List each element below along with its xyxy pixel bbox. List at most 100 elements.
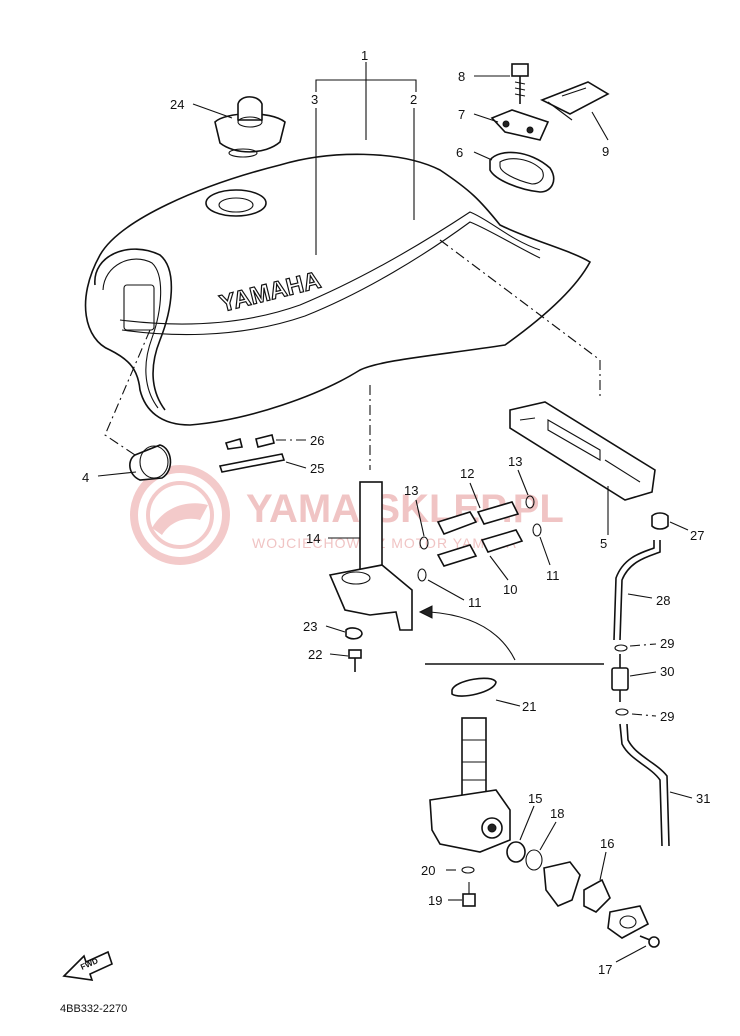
watermark-subtitle: WOJCIECHOWICZ MOTOR YAMAHA — [252, 535, 517, 551]
watermark-logo-swoosh — [152, 503, 208, 535]
callout-13a-group: 13 — [404, 483, 425, 537]
callout-10-group: 10 — [489, 555, 517, 597]
bolt-8 — [511, 63, 529, 104]
fuel-tank-bracket — [123, 284, 155, 331]
callout-14-group: 14 — [306, 531, 360, 546]
callout-12-group: 12 — [460, 466, 481, 509]
plate-16 — [583, 878, 611, 913]
screw-19 — [462, 882, 476, 907]
callout-26: 26 — [310, 433, 324, 448]
callout-5: 5 — [600, 536, 607, 551]
callout-26-group: 26 — [276, 433, 324, 448]
callout-29b-group: 29 — [631, 709, 674, 724]
callout-15-group: 15 — [519, 791, 542, 841]
callout-5-group: 5 — [600, 486, 609, 551]
fuel-tank-body — [84, 153, 592, 426]
callout-13b-group: 13 — [508, 454, 529, 496]
callout-6: 6 — [456, 145, 463, 160]
callout-24-group: 24 — [170, 97, 233, 119]
tank-mount-centerline — [439, 239, 601, 400]
clip-9 — [540, 81, 610, 121]
callout-2: 2 — [410, 92, 417, 107]
callout-11a-group: 11 — [427, 579, 482, 610]
cover-plate — [607, 905, 650, 939]
oring-13-right — [525, 495, 535, 509]
callout-31: 31 — [696, 791, 710, 806]
clip-26 — [224, 434, 275, 450]
fuel-tank-front-band-inner — [102, 258, 162, 409]
cock-lever — [543, 861, 581, 907]
callout-1-group: 1 — [315, 48, 417, 140]
cover-5 — [509, 401, 656, 501]
callout-18: 18 — [550, 806, 564, 821]
clip-29-upper — [614, 644, 628, 652]
callout-8-group: 8 — [458, 69, 510, 84]
hose-28 — [613, 540, 661, 641]
damper-6 — [489, 151, 555, 193]
fuel-cap — [214, 96, 286, 158]
cap-27 — [651, 512, 669, 530]
collar-23 — [345, 627, 363, 640]
forward-direction-marker: FWD — [62, 950, 113, 981]
callout-4-group: 4 — [82, 470, 137, 485]
hose-10-lower — [436, 529, 524, 567]
callout-20-group: 20 — [421, 863, 460, 878]
callout-10: 10 — [503, 582, 517, 597]
screw-22 — [348, 649, 362, 672]
callout-4: 4 — [82, 470, 89, 485]
fuel-tank-seam-lower — [121, 221, 541, 336]
callout-28: 28 — [656, 593, 670, 608]
callout-8: 8 — [458, 69, 465, 84]
callout-11b-group: 11 — [539, 536, 560, 583]
fuel-tank-seam — [119, 211, 541, 325]
fuel-tank-front-band — [94, 248, 173, 411]
callout-29a: 29 — [660, 636, 674, 651]
filter-30 — [611, 654, 629, 702]
callout-13b: 13 — [508, 454, 522, 469]
callout-23-group: 23 — [303, 619, 346, 634]
callout-20: 20 — [421, 863, 435, 878]
fuel-cock-assembly — [429, 717, 511, 853]
callout-15: 15 — [528, 791, 542, 806]
callout-9-group: 9 — [591, 111, 609, 159]
callout-31-group: 31 — [669, 791, 710, 806]
callout-7: 7 — [458, 107, 465, 122]
damper-4 — [129, 444, 172, 481]
gasket-21 — [451, 677, 497, 697]
washer-15 — [506, 841, 526, 863]
callout-3-group: 3 — [311, 92, 318, 255]
callout-2-group: 2 — [410, 92, 417, 220]
callout-25: 25 — [310, 461, 324, 476]
callout-16: 16 — [600, 836, 614, 851]
callout-30-group: 30 — [629, 664, 674, 679]
callout-27-group: 27 — [669, 521, 704, 543]
fuel-cock-base — [328, 481, 413, 631]
oring-18 — [525, 849, 543, 871]
callout-9: 9 — [602, 144, 609, 159]
callout-14: 14 — [306, 531, 320, 546]
part-code-label: 4BB332-2270 — [60, 1003, 127, 1015]
hose-31 — [619, 723, 670, 847]
strip-25 — [218, 453, 286, 473]
callout-1: 1 — [361, 48, 368, 63]
callout-19-group: 19 — [428, 893, 462, 908]
callout-7-group: 7 — [458, 107, 499, 123]
oring-11-right — [532, 523, 542, 537]
callout-19: 19 — [428, 893, 442, 908]
callout-17: 17 — [598, 962, 612, 977]
filler-neck-inner — [218, 197, 254, 213]
filler-neck-opening — [205, 189, 267, 217]
callout-17-group: 17 — [598, 945, 647, 977]
fuel-tank: YAMAHA — [84, 153, 592, 426]
callout-6-group: 6 — [456, 145, 493, 161]
callout-21-group: 21 — [495, 699, 536, 714]
callout-21: 21 — [522, 699, 536, 714]
callout-23: 23 — [303, 619, 317, 634]
callout-18-group: 18 — [539, 806, 564, 851]
hose-12-upper — [436, 501, 520, 536]
callout-27: 27 — [690, 528, 704, 543]
callout-29a-group: 29 — [629, 636, 674, 651]
callout-22: 22 — [308, 647, 322, 662]
callout-16-group: 16 — [599, 836, 614, 881]
